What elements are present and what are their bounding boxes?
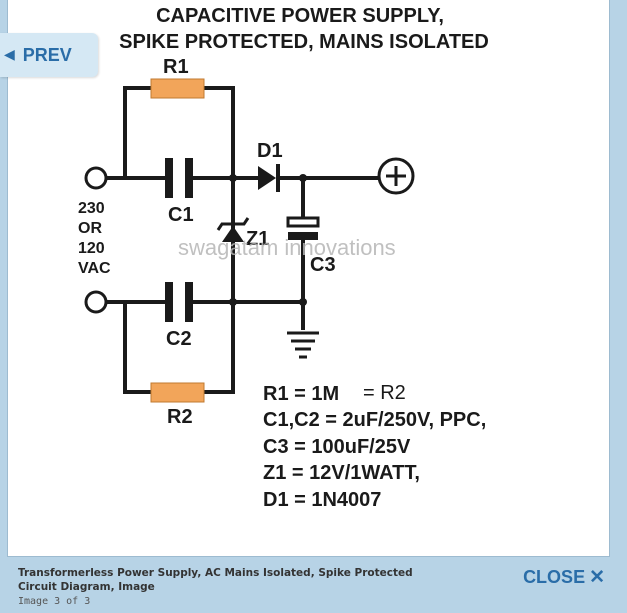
close-button[interactable]: CLOSE ✕ — [523, 566, 605, 589]
capacitor-c1 — [165, 158, 193, 198]
label-c3: C3 — [310, 254, 336, 276]
input-label-line4: VAC — [78, 260, 111, 277]
junction-dots — [229, 174, 307, 306]
value-r1: R1 = 1M — [263, 383, 339, 405]
value-d1: D1 = 1N4007 — [263, 489, 381, 511]
close-label: CLOSE — [523, 567, 586, 587]
close-icon: ✕ — [589, 567, 605, 588]
label-r1: R1 — [163, 56, 189, 78]
caption-line2: Circuit Diagram, Image — [18, 581, 155, 593]
value-r1-equals-r2: = R2 — [363, 382, 406, 404]
prev-button[interactable]: ◀ PREV — [0, 33, 98, 77]
capacitor-c2 — [165, 282, 193, 322]
input-label-line2: OR — [78, 220, 102, 237]
resistor-r1 — [150, 78, 205, 99]
input-label-line3: 120 — [78, 240, 105, 257]
value-z1: Z1 = 12V/1WATT, — [263, 462, 420, 484]
prev-label: PREV — [22, 44, 72, 65]
diode-d1 — [258, 164, 280, 192]
ground-icon — [287, 331, 319, 359]
label-r2: R2 — [167, 406, 193, 428]
zener-z1 — [216, 217, 250, 242]
input-label-line1: 230 — [78, 200, 105, 217]
label-d1: D1 — [257, 140, 283, 162]
resistor-r2 — [150, 382, 205, 403]
wires — [106, 86, 383, 394]
label-c1: C1 — [168, 204, 194, 226]
label-z1: Z1 — [246, 228, 269, 250]
diagram-title-line1: CAPACITIVE POWER SUPPLY, — [156, 5, 444, 27]
output-plus-icon — [377, 157, 415, 195]
circuit-diagram: CAPACITIVE POWER SUPPLY, SPIKE PROTECTED… — [78, 5, 489, 511]
input-terminal-top — [84, 166, 108, 190]
value-c1c2: C1,C2 = 2uF/250V, PPC, — [263, 409, 486, 431]
arrow-left-icon: ◀ — [4, 47, 15, 63]
image-counter: Image 3 of 3 — [18, 596, 91, 607]
watermark: swagatam innovations — [178, 235, 396, 260]
caption-line1: Transformerless Power Supply, AC Mains I… — [18, 567, 413, 579]
capacitor-c3 — [286, 216, 320, 240]
value-c3: C3 = 100uF/25V — [263, 436, 411, 458]
input-terminal-bottom — [84, 290, 108, 314]
image-frame: CAPACITIVE POWER SUPPLY, SPIKE PROTECTED… — [8, 0, 609, 556]
diagram-title-line2: SPIKE PROTECTED, MAINS ISOLATED — [119, 31, 489, 53]
image-caption: Transformerless Power Supply, AC Mains I… — [18, 566, 438, 594]
label-c2: C2 — [166, 328, 192, 350]
